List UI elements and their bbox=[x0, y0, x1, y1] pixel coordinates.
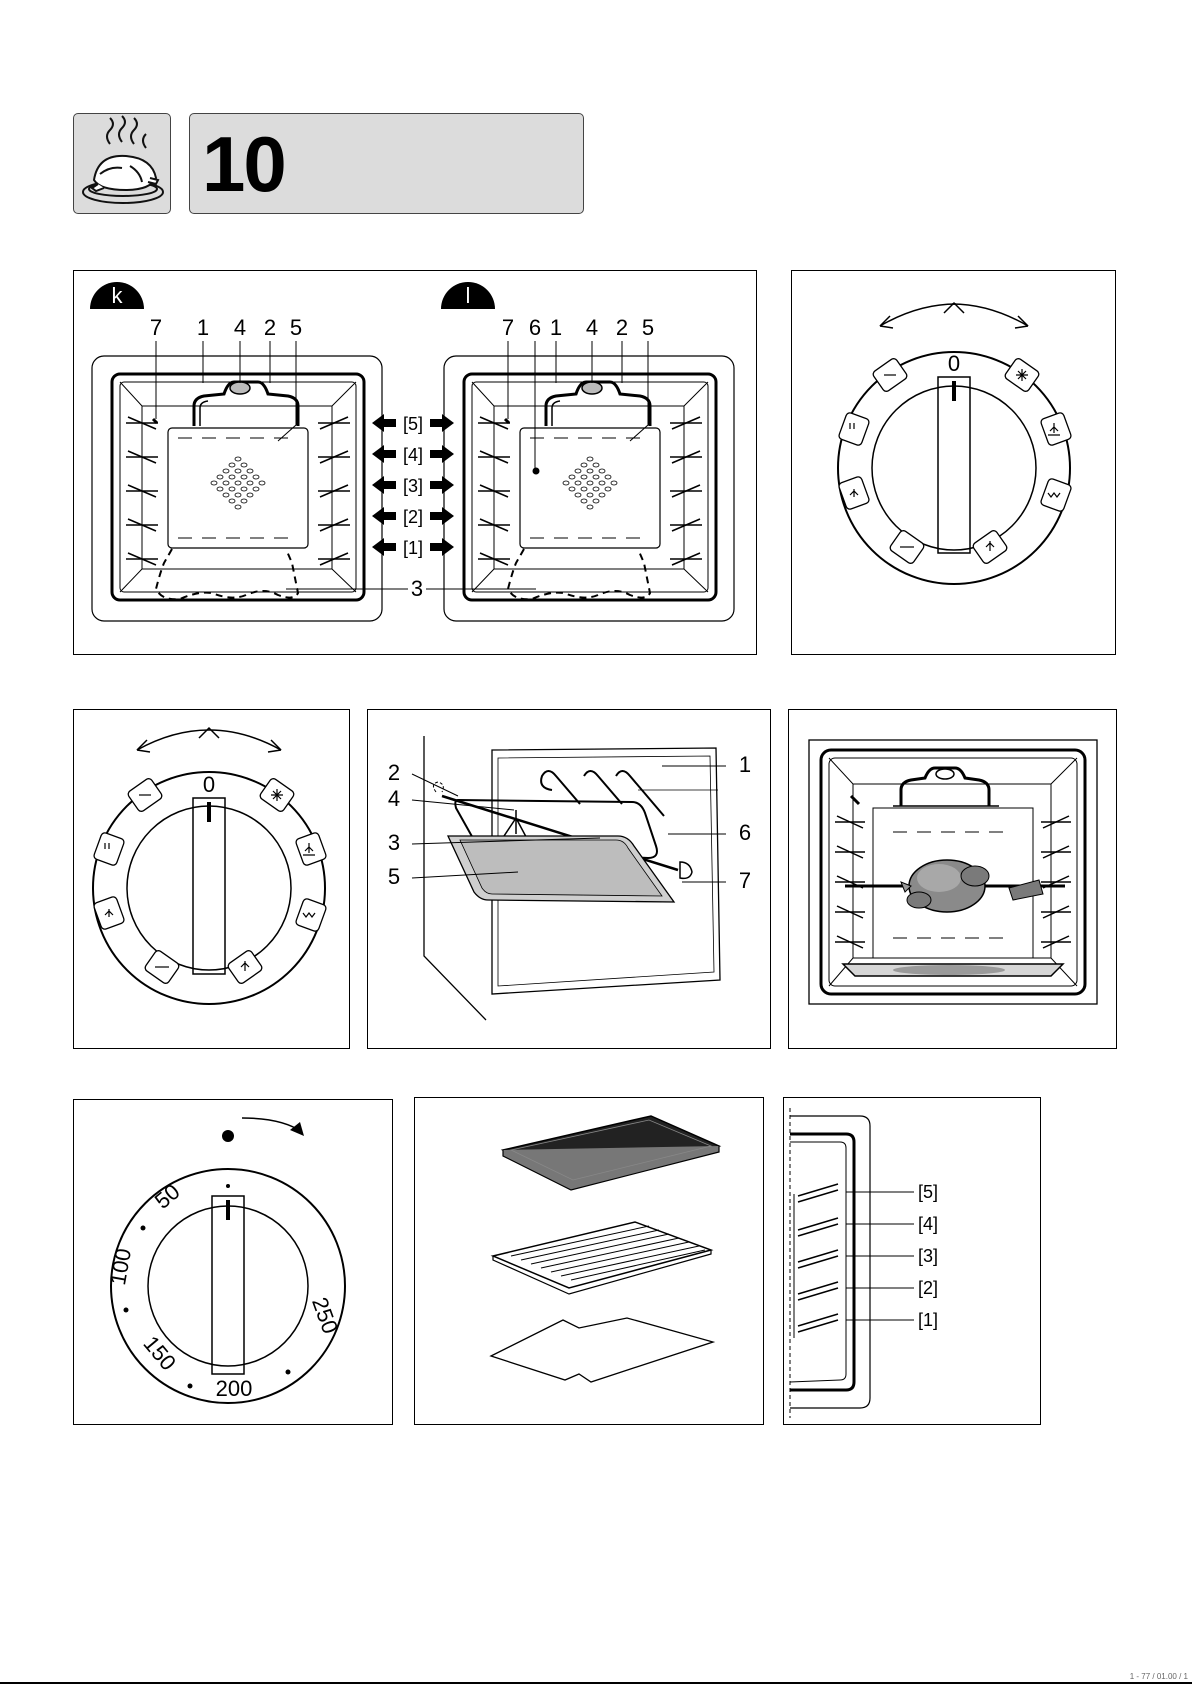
function-dial-panel-1: 0 bbox=[791, 270, 1116, 655]
label-5: 5 bbox=[290, 315, 302, 340]
left-labels: 7 1 4 2 5 bbox=[150, 315, 302, 340]
page-number-box: 10 bbox=[189, 113, 584, 214]
level-1-label: [1] bbox=[403, 538, 423, 558]
label-2: 2 bbox=[616, 315, 628, 340]
accessories-diagram bbox=[415, 1098, 765, 1426]
function-dial-panel-2: 0 bbox=[73, 709, 350, 1049]
label-6: 6 bbox=[739, 820, 751, 845]
temp-mark-200: 200 bbox=[216, 1376, 253, 1401]
roast-chicken-tile bbox=[73, 113, 171, 214]
footer-code: 1 - 77 / 01.00 / 1 bbox=[1130, 1672, 1188, 1681]
temperature-dial: 50 100 150 200 250 bbox=[74, 1100, 394, 1426]
label-1: 1 bbox=[739, 752, 751, 777]
level-3-label: [3] bbox=[403, 476, 423, 496]
rotisserie-panel bbox=[788, 709, 1117, 1049]
label-2: 2 bbox=[264, 315, 276, 340]
label-1: 1 bbox=[550, 315, 562, 340]
label-7: 7 bbox=[739, 868, 751, 893]
function-dial-1: 0 bbox=[792, 271, 1117, 656]
label-4: 4 bbox=[586, 315, 598, 340]
page-number: 10 bbox=[202, 120, 285, 208]
label-6: 6 bbox=[529, 315, 541, 340]
label-5: 5 bbox=[388, 864, 400, 889]
label-3: 3 bbox=[388, 830, 400, 855]
shelf-levels-panel: [5] [4] [3] [2] [1] bbox=[783, 1097, 1041, 1425]
indicator-dot bbox=[222, 1130, 234, 1142]
grill-diagram-panel: 2 4 3 5 1 6 7 bbox=[367, 709, 771, 1049]
inner-point-6 bbox=[533, 468, 539, 474]
label-5: 5 bbox=[642, 315, 654, 340]
shelf-level-2-label: [2] bbox=[918, 1278, 938, 1298]
badge-k-label: k bbox=[112, 283, 124, 308]
temperature-dial-panel: 50 100 150 200 250 bbox=[73, 1099, 393, 1425]
oven-left bbox=[92, 356, 382, 621]
shelf-level-5-label: [5] bbox=[918, 1182, 938, 1202]
temp-mark-250: 250 bbox=[307, 1294, 343, 1337]
level-arrows: [5] [4] [3] [2] [1] bbox=[372, 414, 454, 558]
oven-right bbox=[444, 356, 734, 621]
rotisserie-diagram bbox=[789, 710, 1118, 1050]
label-2: 2 bbox=[388, 760, 400, 785]
grill-diagram: 2 4 3 5 1 6 7 bbox=[368, 710, 772, 1050]
rotisserie-chicken-icon bbox=[901, 860, 989, 912]
level-5-label: [5] bbox=[403, 414, 423, 434]
shelf-level-1-label: [1] bbox=[918, 1310, 938, 1330]
shelf-level-4-label: [4] bbox=[918, 1214, 938, 1234]
shelf-level-3-label: [3] bbox=[918, 1246, 938, 1266]
dial-zero-label: 0 bbox=[203, 772, 215, 797]
label-4: 4 bbox=[388, 786, 400, 811]
label-3: 3 bbox=[411, 576, 423, 601]
level-2-label: [2] bbox=[403, 507, 423, 527]
shelf-levels-diagram: [5] [4] [3] [2] [1] bbox=[784, 1098, 1042, 1426]
label-1: 1 bbox=[197, 315, 209, 340]
label-4: 4 bbox=[234, 315, 246, 340]
roast-chicken-icon bbox=[74, 114, 172, 215]
right-labels: 7 6 1 4 2 5 bbox=[502, 315, 654, 340]
function-dial-2: 0 bbox=[74, 710, 351, 1050]
accessories-panel bbox=[414, 1097, 764, 1425]
dial-zero-label: 0 bbox=[948, 351, 960, 376]
oven-diagram: k l bbox=[74, 271, 758, 656]
footer-rule bbox=[0, 1682, 1192, 1684]
temp-mark-100: 100 bbox=[105, 1246, 136, 1287]
baking-tray bbox=[503, 1116, 719, 1190]
label-7: 7 bbox=[150, 315, 162, 340]
wire-rack bbox=[493, 1222, 711, 1294]
level-4-label: [4] bbox=[403, 445, 423, 465]
oven-diagram-panel: k l bbox=[73, 270, 757, 655]
label-7: 7 bbox=[502, 315, 514, 340]
baking-sheet bbox=[491, 1318, 713, 1382]
temp-mark-50: 50 bbox=[150, 1179, 185, 1214]
badge-l-label: l bbox=[466, 283, 471, 308]
